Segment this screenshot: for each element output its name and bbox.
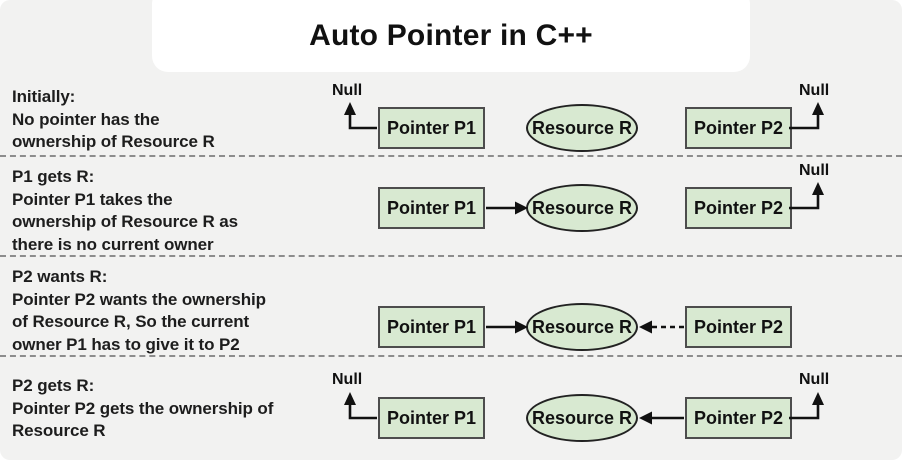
p2-null-arrowhead-row2 xyxy=(812,182,824,195)
null-label-p1-row4: Null xyxy=(332,371,363,388)
step-1-line: No pointer has the xyxy=(12,109,160,129)
step-3-line: Pointer P2 wants the ownership xyxy=(12,289,266,309)
pointer-p2-node-row2: Pointer P2 xyxy=(685,187,792,229)
pointer-p2-node-row4: Pointer P2 xyxy=(685,397,792,439)
page-title: Auto Pointer in C++ xyxy=(309,19,593,52)
step-2-heading: P1 gets R: xyxy=(12,167,95,186)
step-2-line: there is no current owner xyxy=(12,234,214,254)
title-card: Auto Pointer in C++ xyxy=(152,0,750,72)
step-2-line: ownership of Resource R as xyxy=(12,212,239,231)
pointer-p2-node-row1: Pointer P2 xyxy=(685,107,792,149)
step-4-line: Pointer P2 gets the ownership of xyxy=(12,398,274,418)
null-label-p1-row1: Null xyxy=(332,82,363,99)
step-1-line: ownership of Resource R xyxy=(12,132,215,151)
pointer-p2-node-row3: Pointer P2 xyxy=(685,306,792,348)
resource-r-node-row4: Resource R xyxy=(526,394,638,442)
step-4-line: Resource R xyxy=(12,421,106,440)
pointer-p1-node-row4: Pointer P1 xyxy=(378,397,485,439)
pointer-p1-node-row2: Pointer P1 xyxy=(378,187,485,229)
resource-r-node-row3: Resource R xyxy=(526,303,638,351)
p1-null-arrow-row1 xyxy=(348,113,377,130)
row-divider-1 xyxy=(0,155,902,157)
step-3-line: owner P1 has to give it to P2 xyxy=(12,334,240,354)
step-4-description: P2 gets R: Pointer P2 gets the ownership… xyxy=(12,375,273,443)
p1-null-arrowhead-row1 xyxy=(344,102,356,115)
p2-wants-arrowhead-row3 xyxy=(639,320,652,334)
step-1-heading: Initially: xyxy=(12,87,76,106)
resource-r-node-row2: Resource R xyxy=(526,184,638,232)
p2-null-arrowhead-row1 xyxy=(812,102,824,115)
p1-null-arrow-row4 xyxy=(348,403,377,420)
p2-null-arrow-row4 xyxy=(789,403,820,420)
null-label-p2-row2: Null xyxy=(799,162,830,179)
step-3-description: P2 wants R: Pointer P2 wants the ownersh… xyxy=(12,266,266,356)
step-2-line: Pointer P1 takes the xyxy=(12,189,173,209)
step-3-heading: P2 wants R: xyxy=(12,267,108,286)
p2-null-arrow-row2 xyxy=(789,193,820,210)
row-divider-3 xyxy=(0,355,902,357)
null-label-p2-row4: Null xyxy=(799,371,830,388)
step-3-line: of Resource R, So the current xyxy=(12,312,250,331)
p2-null-arrow-row1 xyxy=(789,113,820,130)
p2-null-arrowhead-row4 xyxy=(812,392,824,405)
row-divider-2 xyxy=(0,255,902,257)
pointer-p1-node-row3: Pointer P1 xyxy=(378,306,485,348)
p1-null-arrowhead-row4 xyxy=(344,392,356,405)
null-label-p2-row1: Null xyxy=(799,82,830,99)
step-1-description: Initially: No pointer has the ownership … xyxy=(12,86,215,154)
p2-owns-arrowhead-row4 xyxy=(639,411,652,425)
resource-r-node-row1: Resource R xyxy=(526,104,638,152)
step-4-heading: P2 gets R: xyxy=(12,376,95,395)
step-2-description: P1 gets R: Pointer P1 takes the ownershi… xyxy=(12,166,238,256)
pointer-p1-node-row1: Pointer P1 xyxy=(378,107,485,149)
